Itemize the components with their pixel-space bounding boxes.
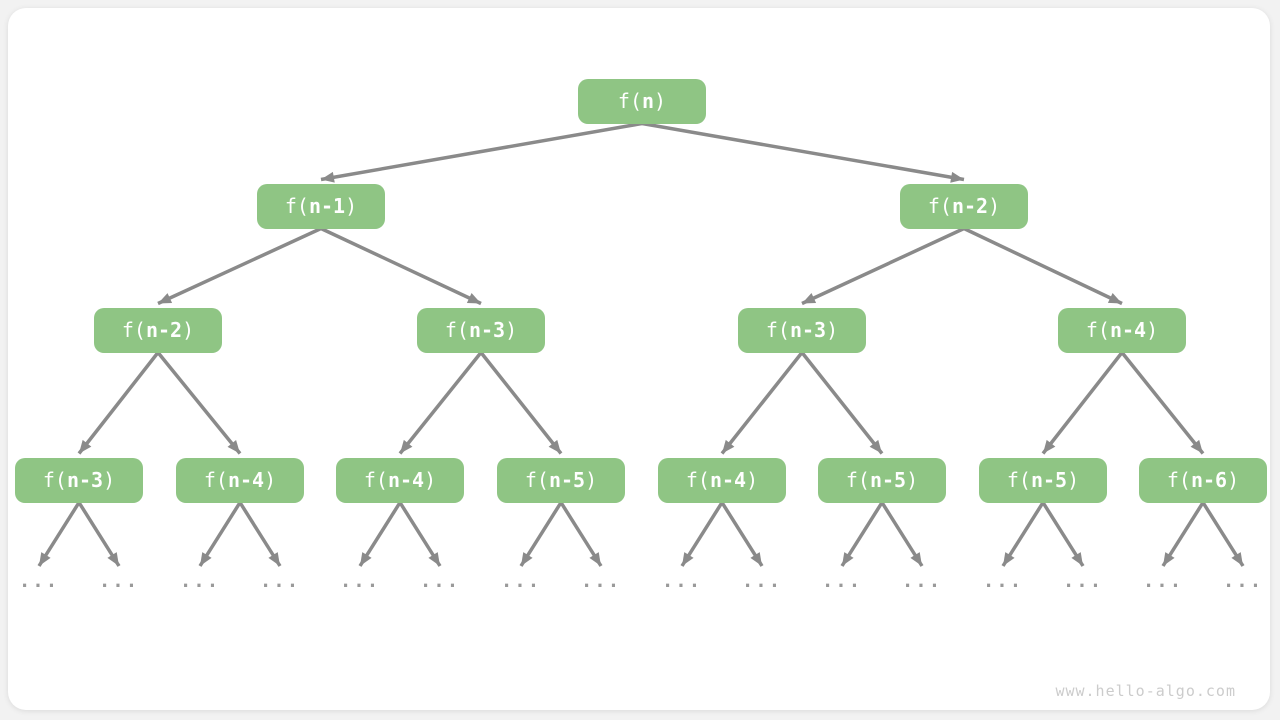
tree-node: f(n-2) — [900, 183, 1028, 229]
ellipsis-leaf: ... — [18, 570, 60, 592]
tree-node: f(n-4) — [658, 457, 786, 503]
ellipsis-leaf: ... — [661, 570, 703, 592]
ellipsis-leaf: ... — [500, 570, 542, 592]
tree-node: f(n-3) — [738, 307, 866, 353]
ellipsis-leaf: ... — [339, 570, 381, 592]
tree-node: f(n-5) — [979, 457, 1107, 503]
tree-node: f(n-5) — [818, 457, 946, 503]
tree-node: f(n-4) — [336, 457, 464, 503]
ellipsis-leaf: ... — [179, 570, 221, 592]
tree-node: f(n) — [578, 78, 706, 124]
ellipsis-leaf: ... — [821, 570, 863, 592]
ellipsis-leaf: ... — [1062, 570, 1104, 592]
ellipsis-leaf: ... — [741, 570, 783, 592]
tree-node: f(n-4) — [1058, 307, 1186, 353]
tree-node: f(n-2) — [94, 307, 222, 353]
ellipsis-leaf: ... — [98, 570, 140, 592]
watermark: www.hello-algo.com — [1055, 682, 1236, 700]
tree-node: f(n-1) — [257, 183, 385, 229]
tree-node: f(n-4) — [176, 457, 304, 503]
ellipsis-leaf: ... — [901, 570, 943, 592]
tree-node: f(n-5) — [497, 457, 625, 503]
tree-node: f(n-3) — [417, 307, 545, 353]
ellipsis-leaf: ... — [1222, 570, 1264, 592]
tree-node: f(n-6) — [1139, 457, 1267, 503]
ellipsis-leaf: ... — [982, 570, 1024, 592]
ellipsis-leaf: ... — [1142, 570, 1184, 592]
tree-node: f(n-3) — [15, 457, 143, 503]
ellipsis-leaf: ... — [580, 570, 622, 592]
ellipsis-leaf: ... — [259, 570, 301, 592]
ellipsis-leaf: ... — [419, 570, 461, 592]
